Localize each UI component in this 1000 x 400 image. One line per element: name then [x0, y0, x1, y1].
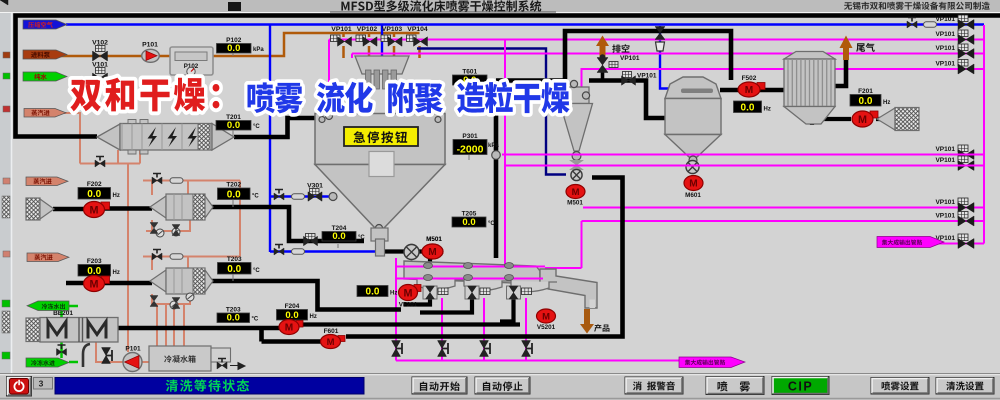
svg-text:F502: F502: [742, 75, 757, 82]
svg-text:°C: °C: [488, 221, 495, 227]
svg-text:0.0: 0.0: [87, 189, 101, 200]
svg-text:Hz: Hz: [113, 270, 120, 276]
svg-text:BE201: BE201: [53, 310, 73, 317]
svg-text:M: M: [745, 85, 753, 96]
svg-text:0.0: 0.0: [227, 190, 241, 201]
svg-text:M: M: [542, 311, 550, 322]
svg-text:0.0: 0.0: [285, 310, 298, 321]
svg-text:M: M: [90, 278, 99, 290]
svg-text:V102: V102: [92, 40, 108, 47]
svg-text:T204: T204: [332, 225, 347, 232]
svg-text:VP101: VP101: [637, 73, 657, 80]
svg-text:V301: V301: [307, 183, 323, 190]
svg-text:VF201: VF201: [399, 302, 418, 309]
svg-text:F204: F204: [285, 303, 300, 310]
svg-text:P101: P101: [142, 42, 158, 49]
svg-text:T203: T203: [226, 307, 241, 314]
svg-text:T202: T202: [226, 182, 241, 189]
svg-text:3: 3: [39, 379, 44, 389]
svg-text:°C: °C: [358, 235, 365, 241]
svg-text:0.0: 0.0: [366, 287, 380, 298]
svg-text:0.0: 0.0: [332, 231, 345, 242]
svg-text:M: M: [327, 337, 335, 348]
svg-text:T205: T205: [462, 211, 477, 218]
svg-text:VP102: VP102: [357, 26, 378, 33]
svg-text:P101: P101: [125, 346, 141, 353]
svg-text:F601: F601: [324, 328, 339, 335]
svg-text:CIP: CIP: [788, 380, 813, 394]
svg-text:T601: T601: [462, 69, 477, 76]
svg-text:M601: M601: [685, 192, 701, 199]
svg-text:0.0: 0.0: [227, 43, 240, 54]
svg-text:T201: T201: [226, 114, 241, 121]
svg-text:-2000: -2000: [457, 144, 484, 156]
svg-text:M: M: [285, 323, 293, 334]
svg-text:M501: M501: [567, 200, 583, 207]
svg-text:M: M: [404, 287, 413, 299]
svg-text:0.0: 0.0: [462, 217, 475, 228]
svg-text:Hz: Hz: [883, 100, 890, 106]
svg-text:0.0: 0.0: [859, 96, 873, 107]
svg-text:0.0: 0.0: [227, 120, 240, 131]
svg-text:kPa: kPa: [488, 143, 499, 149]
svg-text:°C: °C: [252, 317, 259, 323]
svg-text:F201: F201: [858, 88, 873, 95]
svg-text:V101: V101: [92, 62, 108, 69]
svg-text:M: M: [90, 204, 99, 216]
svg-text:VP103: VP103: [382, 26, 403, 33]
svg-text:0.0: 0.0: [741, 103, 755, 114]
svg-text:F202: F202: [87, 181, 102, 188]
svg-text:M: M: [572, 187, 580, 198]
svg-text:Hz: Hz: [113, 193, 120, 199]
svg-text:V5201: V5201: [537, 324, 556, 331]
svg-text:F203: F203: [87, 258, 102, 265]
svg-text:kPa: kPa: [253, 47, 264, 53]
svg-text:Hz: Hz: [310, 314, 317, 320]
svg-text:M: M: [428, 247, 436, 258]
svg-text:VP101: VP101: [620, 55, 640, 62]
svg-text:P102: P102: [226, 37, 242, 44]
svg-text:0.0: 0.0: [227, 264, 241, 275]
svg-text:P301: P301: [462, 133, 478, 140]
svg-text:M: M: [858, 114, 867, 126]
svg-text:0.0: 0.0: [227, 313, 240, 324]
svg-text:Hz: Hz: [764, 107, 771, 113]
svg-text:P102: P102: [184, 63, 199, 70]
svg-text:Hz: Hz: [390, 291, 397, 297]
svg-text:°C: °C: [253, 268, 260, 274]
svg-text:VP101: VP101: [331, 26, 352, 33]
svg-text:0.0: 0.0: [87, 266, 101, 277]
svg-text:°C: °C: [253, 124, 260, 130]
svg-text:VP104: VP104: [407, 26, 428, 33]
svg-text:T203: T203: [227, 256, 242, 263]
svg-text:M501: M501: [426, 236, 442, 243]
svg-text:M: M: [689, 179, 697, 190]
svg-text:M501: M501: [426, 236, 442, 243]
svg-text:°C: °C: [252, 194, 259, 200]
